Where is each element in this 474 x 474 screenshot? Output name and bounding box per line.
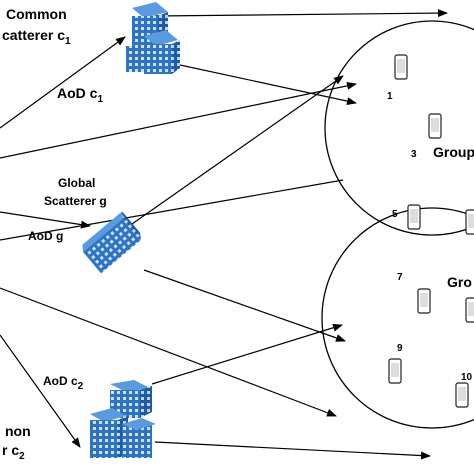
- phone-icon: [388, 358, 402, 384]
- phone-icon: [465, 209, 474, 235]
- group-1-label: Group: [433, 144, 474, 160]
- device-number-1: 1: [387, 91, 393, 102]
- common-scatterer-c1-label-line2: catterer c1: [2, 27, 71, 47]
- c1-label-sub: 1: [65, 36, 71, 47]
- group-1-circle: [324, 20, 474, 236]
- phone-icon: [465, 297, 474, 323]
- c2-label-text: r c: [2, 442, 19, 458]
- c1-label-text: catterer c: [2, 27, 65, 43]
- c2-label-sub: 2: [19, 451, 25, 462]
- common-scatterer-c2-label-line1: non: [5, 423, 31, 439]
- aod-c2-sub: 2: [78, 381, 84, 392]
- device-number-5: 5: [392, 209, 398, 220]
- global-scatterer-label-line2: Scatterer g: [44, 194, 107, 208]
- common-scatterer-c2-label-line2: r c2: [2, 442, 25, 462]
- device-number-7: 7: [397, 272, 403, 283]
- phone-icon: [394, 54, 408, 80]
- device-number-3: 3: [411, 149, 417, 160]
- building-icon: [90, 380, 156, 458]
- phone-icon: [407, 204, 421, 230]
- aod-c1-sub: 1: [97, 94, 103, 105]
- phone-icon: [428, 113, 442, 139]
- group-2-label: Gro: [447, 274, 472, 290]
- propagation-paths: [0, 9, 448, 460]
- phone-icon: [417, 288, 431, 314]
- common-scatterer-c1-label-line1: Common: [6, 6, 67, 22]
- device-number-10: 10: [461, 372, 473, 383]
- aod-c2-label: AoD c2: [43, 374, 84, 392]
- group-2-circle: [321, 207, 474, 429]
- building-icon: [82, 211, 141, 274]
- aod-c1-text: AoD c: [57, 85, 98, 101]
- phone-icon: [455, 382, 469, 408]
- building-icon: [126, 2, 180, 74]
- aod-c2-text: AoD c: [43, 374, 78, 388]
- aod-c1-label: AoD c1: [57, 85, 103, 105]
- device-number-9: 9: [397, 343, 403, 354]
- aod-g-label: AoD g: [28, 229, 63, 243]
- global-scatterer-label-line1: Global: [58, 176, 95, 190]
